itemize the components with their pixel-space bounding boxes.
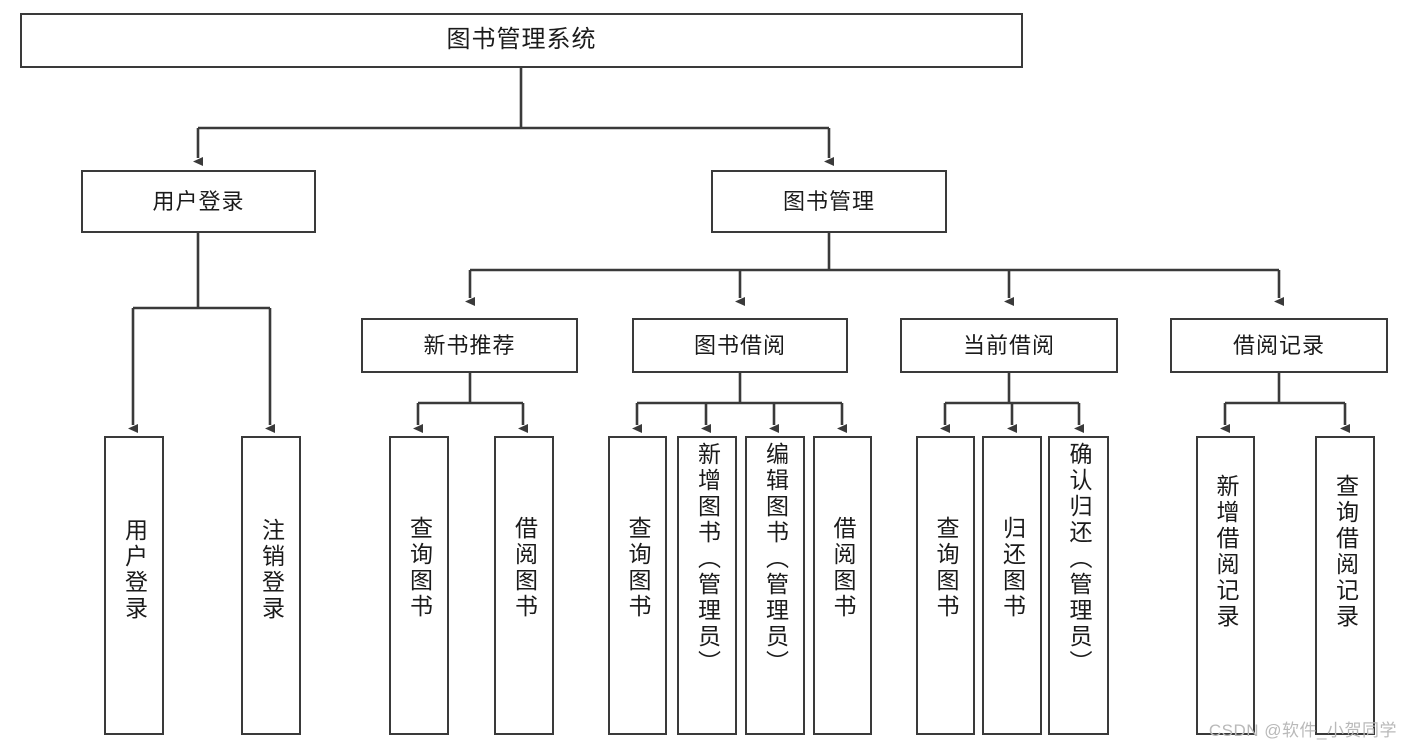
node-user-login-label: 用户登录 [152, 188, 245, 214]
node-leaf-logout-label: 注销登录 [258, 518, 285, 622]
node-leaf-add-book[interactable]: 新增图书（管理员） [677, 436, 737, 735]
node-root-system-label: 图书管理系统 [446, 26, 597, 54]
node-current-borrow-label: 当前借阅 [962, 332, 1055, 358]
node-leaf-query-book-1-label: 查询图书 [406, 516, 433, 620]
node-book-borrow-label: 图书借阅 [693, 332, 786, 358]
node-leaf-query-book-1[interactable]: 查询图书 [389, 436, 449, 735]
node-borrow-record[interactable]: 借阅记录 [1170, 318, 1388, 373]
node-book-borrow[interactable]: 图书借阅 [632, 318, 848, 373]
node-leaf-logout[interactable]: 注销登录 [241, 436, 301, 735]
node-borrow-record-label: 借阅记录 [1232, 332, 1325, 358]
node-leaf-return-book-label: 归还图书 [999, 516, 1026, 620]
node-book-management-label: 图书管理 [782, 188, 875, 214]
node-leaf-add-record[interactable]: 新增借阅记录 [1196, 436, 1255, 735]
node-leaf-confirm-return-label: 确认归还（管理员） [1066, 442, 1092, 676]
node-leaf-query-book-3[interactable]: 查询图书 [916, 436, 975, 735]
node-leaf-add-book-label: 新增图书（管理员） [694, 442, 721, 676]
node-leaf-query-record-label: 查询借阅记录 [1332, 474, 1359, 630]
node-user-login[interactable]: 用户登录 [81, 170, 316, 233]
node-leaf-return-book[interactable]: 归还图书 [982, 436, 1042, 735]
node-leaf-borrow-book-2[interactable]: 借阅图书 [813, 436, 872, 735]
node-leaf-query-book-2[interactable]: 查询图书 [608, 436, 667, 735]
node-leaf-user-login-label: 用户登录 [121, 518, 148, 622]
node-leaf-borrow-book-2-label: 借阅图书 [830, 516, 856, 620]
node-leaf-borrow-book-1-label: 借阅图书 [511, 516, 538, 620]
node-leaf-query-book-3-label: 查询图书 [933, 516, 959, 620]
node-root-system[interactable]: 图书管理系统 [20, 13, 1023, 68]
csdn-watermark: CSDN @软件_小贺同学 [1208, 721, 1397, 740]
node-leaf-query-record[interactable]: 查询借阅记录 [1315, 436, 1375, 735]
node-leaf-confirm-return[interactable]: 确认归还（管理员） [1048, 436, 1109, 735]
node-leaf-edit-book[interactable]: 编辑图书（管理员） [745, 436, 805, 735]
node-new-book-recommend-label: 新书推荐 [423, 332, 516, 358]
node-new-book-recommend[interactable]: 新书推荐 [361, 318, 578, 373]
node-current-borrow[interactable]: 当前借阅 [900, 318, 1118, 373]
node-leaf-edit-book-label: 编辑图书（管理员） [762, 442, 789, 676]
node-leaf-add-record-label: 新增借阅记录 [1213, 474, 1239, 630]
node-book-management[interactable]: 图书管理 [711, 170, 947, 233]
node-leaf-query-book-2-label: 查询图书 [625, 516, 651, 620]
node-leaf-borrow-book-1[interactable]: 借阅图书 [494, 436, 554, 735]
node-leaf-user-login[interactable]: 用户登录 [104, 436, 164, 735]
